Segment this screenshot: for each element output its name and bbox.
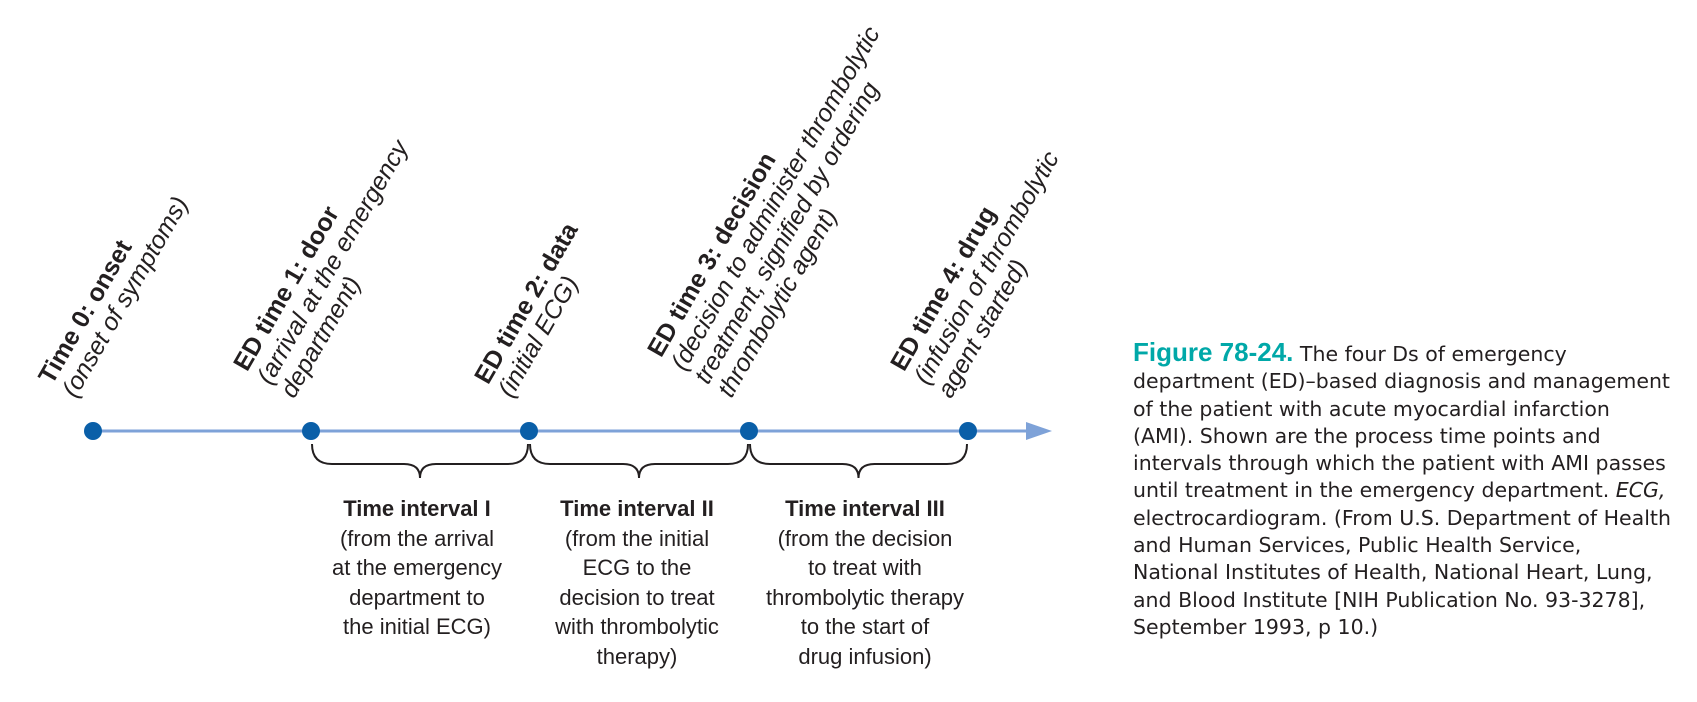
interval-title: Time interval I [343, 496, 491, 521]
interval-desc-line: (from the initial [564, 525, 710, 551]
time-point-marker-data [520, 422, 538, 440]
interval-desc-line: at the emergency [332, 555, 502, 580]
timeline-arrowhead [1026, 422, 1052, 440]
interval-2-bracket [529, 443, 749, 479]
time-point-marker-decision [740, 422, 758, 440]
time-point-marker-door [302, 422, 320, 440]
interval-title: Time interval II [560, 496, 714, 521]
interval-2-text: Time interval II (from the initial ECG t… [537, 494, 737, 671]
interval-desc-line: drug infusion) [798, 643, 932, 669]
interval-desc-line: ECG to the [582, 555, 692, 580]
time-point-marker-drug [959, 422, 977, 440]
interval-title: Time interval III [785, 496, 945, 521]
caption-text: electrocardiogram. (From U.S. Department… [1133, 505, 1671, 639]
interval-1-bracket [311, 443, 529, 479]
interval-desc-line: thrombolytic therapy [765, 584, 965, 610]
interval-3-bracket [749, 443, 968, 479]
figure-label: Figure 78-24. [1133, 337, 1294, 367]
interval-desc-line: (from the decision [777, 525, 953, 551]
interval-desc-line: department to [349, 584, 485, 610]
interval-desc-line: with thrombolytic [555, 614, 719, 639]
interval-desc-line: to the start of [800, 614, 930, 639]
time-point-marker-onset [84, 422, 102, 440]
figure-caption: Figure 78-24. The four Ds of emergency d… [1133, 337, 1673, 641]
interval-1-text: Time interval I (from the arrival at the… [317, 494, 517, 642]
interval-desc-line: therapy) [596, 643, 678, 669]
caption-text: The four Ds of emergency department (ED)… [1133, 342, 1670, 503]
interval-brackets [311, 443, 968, 479]
interval-desc-line: decision to treat [559, 584, 715, 610]
time-points [84, 422, 977, 440]
interval-desc-line: to treat with [808, 555, 922, 580]
interval-3-text: Time interval III (from the decision to … [760, 494, 970, 671]
interval-desc-line: the initial ECG) [343, 614, 491, 639]
interval-desc-line: (from the arrival [339, 525, 495, 551]
caption-abbreviation: ECG, [1615, 478, 1666, 503]
